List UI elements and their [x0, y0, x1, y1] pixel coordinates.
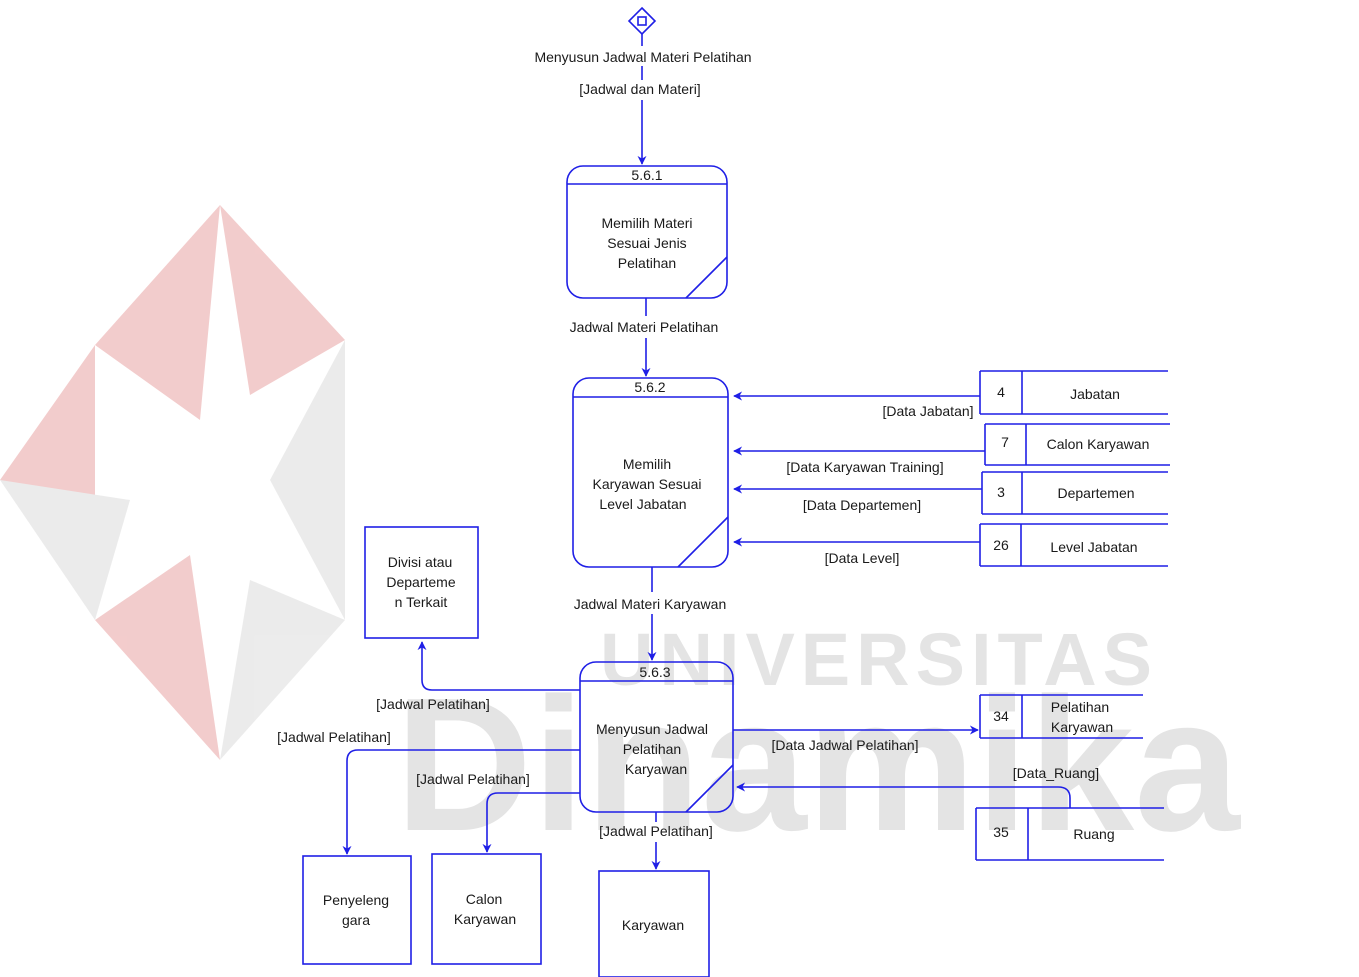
process-label-line: Memilih [623, 456, 671, 472]
datastore-name: Pelatihan [1051, 699, 1109, 715]
datastore-id: 3 [997, 484, 1005, 500]
watermark-universitas: UNIVERSITAS [600, 618, 1158, 701]
flow-label-data-ruang: [Data_Ruang] [1013, 765, 1099, 781]
flow-label-data-departemen: [Data Departemen] [803, 497, 921, 513]
entity-label-line: Karyawan [622, 917, 684, 933]
datastore-calon-karyawan[interactable]: 7 Calon Karyawan [984, 423, 1170, 466]
process-label-line: Level Jabatan [599, 496, 686, 512]
flow-label-jadwal-pelatihan-divisi: [Jadwal Pelatihan] [376, 696, 490, 712]
datastore-name: Jabatan [1070, 386, 1120, 402]
process-label-line: Sesuai Jenis [607, 235, 686, 251]
datastore-pelatihan-karyawan[interactable]: 34 Pelatihan Karyawan [979, 694, 1143, 739]
top-flow-data-label: [Jadwal dan Materi] [579, 81, 700, 97]
flow-label-jadwal-pelatihan-karyawan: [Jadwal Pelatihan] [599, 823, 713, 839]
process-label-line: Karyawan [625, 761, 687, 777]
datastore-name: Calon Karyawan [1047, 436, 1150, 452]
flow-label-jadwal-materi-pelatihan: Jadwal Materi Pelatihan [570, 319, 719, 335]
flow-label-jadwal-materi-karyawan: Jadwal Materi Karyawan [574, 596, 727, 612]
datastore-id: 26 [993, 537, 1009, 553]
process-5-6-3[interactable]: 5.6.3 Menyusun Jadwal Pelatihan Karyawan [579, 661, 734, 813]
process-number: 5.6.2 [634, 379, 665, 395]
datastore-departemen[interactable]: 3 Departemen [981, 471, 1168, 515]
entity-label-line: Calon [466, 891, 503, 907]
datastore-ruang[interactable]: 35 Ruang [975, 807, 1164, 861]
datastore-level-jabatan[interactable]: 26 Level Jabatan [979, 523, 1168, 567]
flow-label-data-level: [Data Level] [825, 550, 900, 566]
datastore-name: Karyawan [1051, 719, 1113, 735]
datastore-id: 35 [993, 824, 1009, 840]
entity-label-line: Penyeleng [323, 892, 389, 908]
datastore-name: Departemen [1057, 485, 1134, 501]
datastore-id: 34 [993, 708, 1009, 724]
process-label-line: Pelatihan [618, 255, 676, 271]
process-label-line: Pelatihan [623, 741, 681, 757]
entity-penyelenggara[interactable]: Penyeleng gara [302, 855, 412, 965]
watermark-logo [0, 205, 345, 760]
entity-divisi-departemen[interactable]: Divisi atau Departeme n Terkait [364, 526, 479, 639]
datastore-name: Ruang [1073, 826, 1114, 842]
datastore-id: 7 [1001, 434, 1009, 450]
entity-calon-karyawan[interactable]: Calon Karyawan [431, 853, 542, 965]
flow-label-jadwal-pelatihan-penyelenggara: [Jadwal Pelatihan] [277, 729, 391, 745]
entity-karyawan[interactable]: Karyawan [598, 870, 710, 977]
entity-label-line: Departeme [386, 574, 455, 590]
process-label-line: Menyusun Jadwal [596, 721, 708, 737]
flow-label-jadwal-pelatihan-calon: [Jadwal Pelatihan] [416, 771, 530, 787]
process-number: 5.6.1 [631, 167, 662, 183]
entity-label-line: Divisi atau [388, 554, 453, 570]
flow-source-diamond-icon [627, 6, 657, 36]
process-number: 5.6.3 [639, 664, 670, 680]
entity-label-line: Karyawan [454, 911, 516, 927]
datastore-name: Level Jabatan [1050, 539, 1137, 555]
entity-label-line: n Terkait [395, 594, 448, 610]
process-label-line: Memilih Materi [601, 215, 692, 231]
flow-label-data-jadwal-pelatihan: [Data Jadwal Pelatihan] [771, 737, 918, 753]
entity-label-line: gara [342, 912, 370, 928]
flow-label-data-jabatan: [Data Jabatan] [882, 403, 973, 419]
top-flow-name: Menyusun Jadwal Materi Pelatihan [534, 49, 751, 65]
datastore-jabatan[interactable]: 4 Jabatan [979, 370, 1168, 415]
datastore-id: 4 [997, 384, 1005, 400]
process-label-line: Karyawan Sesuai [593, 476, 702, 492]
flow-label-data-karyawan-training: [Data Karyawan Training] [786, 459, 943, 475]
process-5-6-1[interactable]: 5.6.1 Memilih Materi Sesuai Jenis Pelati… [566, 165, 728, 299]
process-5-6-2[interactable]: 5.6.2 Memilih Karyawan Sesuai Level Jaba… [572, 377, 729, 568]
